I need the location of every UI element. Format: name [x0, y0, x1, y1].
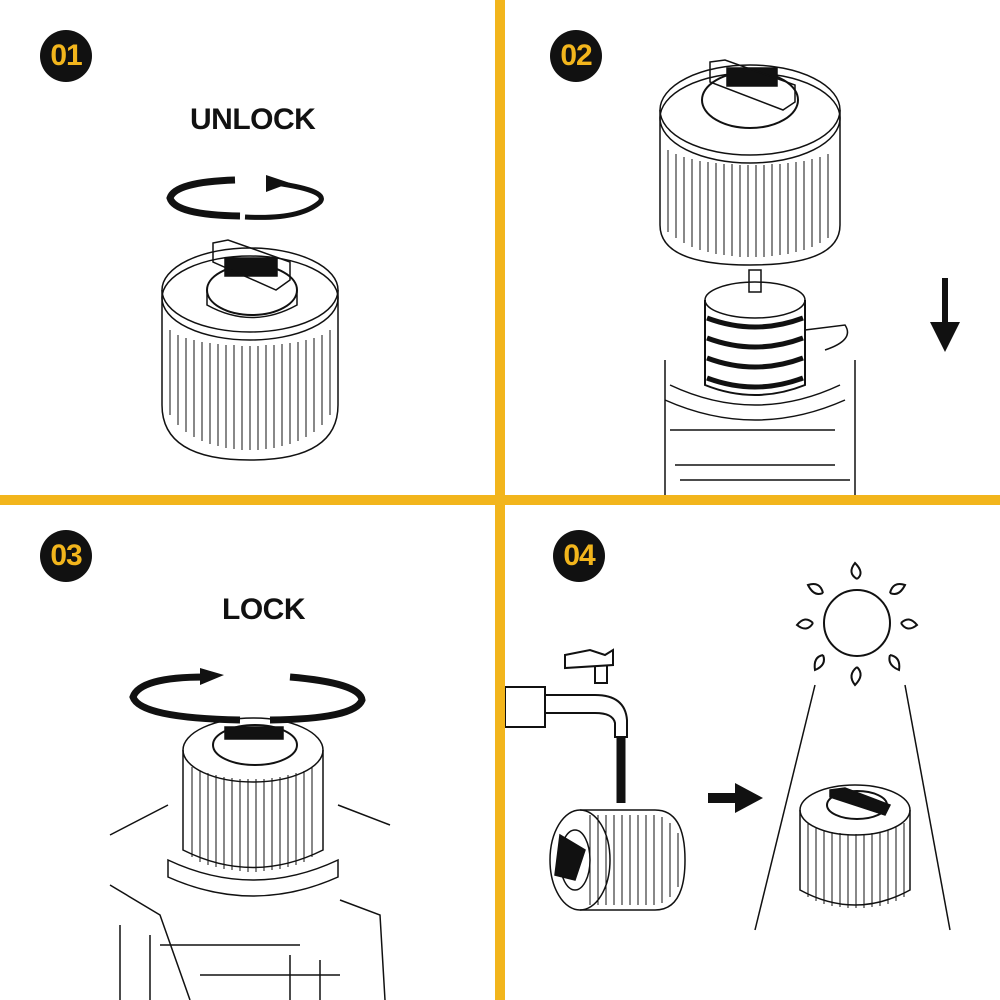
step-number: 03	[50, 539, 82, 572]
step-number-badge: 01	[40, 30, 92, 82]
step-number-badge: 04	[553, 530, 605, 582]
drying-filter-icon	[799, 784, 911, 908]
lock-label: LOCK	[222, 593, 306, 626]
cartridge-filter-icon	[659, 59, 841, 266]
unlock-label: UNLOCK	[190, 103, 316, 136]
step-number: 04	[563, 539, 595, 572]
right-arrow-icon	[708, 783, 763, 813]
mounted-filter-icon	[109, 717, 391, 1000]
sun-rays	[754, 684, 951, 931]
step-3-panel: 03 LOCK	[0, 505, 495, 1000]
step-3-illustration	[109, 668, 391, 1000]
step-4-illustration	[505, 561, 951, 931]
down-arrow-icon	[930, 278, 960, 352]
step-4-panel: 04	[505, 505, 1000, 1000]
sun-icon	[795, 561, 919, 687]
cartridge-filter-icon	[161, 239, 339, 461]
step-1-panel: 01 UNLOCK	[0, 0, 495, 495]
counterclockwise-arrow-icon	[166, 175, 324, 220]
step-number-badge: 02	[550, 30, 602, 82]
water-faucet-icon	[505, 648, 628, 803]
step-1-illustration	[161, 175, 339, 461]
washing-filter-icon	[549, 809, 686, 911]
step-number: 01	[50, 39, 82, 72]
step-2-illustration	[659, 59, 960, 495]
filter-cage-icon	[664, 269, 856, 495]
step-number-badge: 03	[40, 530, 92, 582]
step-number: 02	[560, 39, 592, 72]
step-2-panel: 02	[505, 0, 1000, 495]
clockwise-arrow-icon	[129, 668, 366, 724]
horizontal-divider	[0, 495, 1000, 505]
